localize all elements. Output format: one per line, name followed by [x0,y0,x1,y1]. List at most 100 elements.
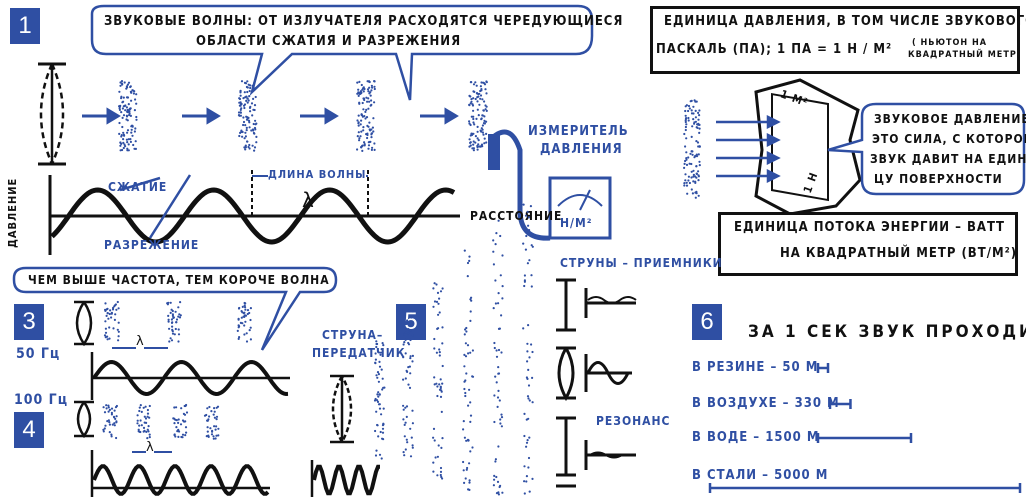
compression-dot [472,83,476,86]
compression-dot [363,115,366,118]
compression-dot [255,122,258,125]
compression-dot [480,88,483,91]
compression-dot [214,428,217,431]
compression-dot [441,382,444,385]
compression-dot [527,417,530,420]
compression-dot [476,137,479,140]
compression-dot [408,314,411,318]
compression-dot [481,131,484,134]
compression-dot [177,315,180,318]
compression-dot [696,141,700,144]
compression-dot [134,127,137,130]
compression-dot [177,306,180,309]
compression-dot [175,318,179,321]
compression-dot [471,147,474,150]
compression-dot [695,140,698,143]
compression-dot [525,475,529,478]
freq-100-label: 100 Гц [14,392,69,408]
compression-dot [173,333,176,336]
compression-dot [236,329,239,332]
compression-dot [366,136,369,140]
compression-dot [252,97,255,100]
compression-dot [108,312,111,316]
compression-dot [181,419,185,422]
compression-dot [104,302,107,305]
compression-dot [432,470,435,473]
compression-dot [113,422,116,425]
compression-dot [464,477,467,480]
compression-dot [212,413,215,416]
compression-dot [494,460,497,463]
compression-dot [409,355,412,358]
compression-dot [469,102,472,105]
compression-dot [481,114,484,117]
compression-dot [366,132,369,135]
compression-dot [527,324,530,327]
compression-dot [463,436,466,439]
compression-dot [409,338,412,342]
compression-dot [685,104,689,107]
compression-dot [255,135,258,138]
compression-dot [409,455,413,458]
compression-dot [148,416,151,419]
compression-dot [103,334,107,337]
compression-dot [472,117,475,121]
compression-dot [438,383,441,386]
compression-dot [433,347,436,350]
compression-dot [471,375,474,378]
compression-dot [373,101,376,104]
compression-dot [687,156,690,159]
compression-dot [527,216,531,219]
compression-dot [523,274,527,277]
compression-dot [377,380,380,383]
compression-dot [138,424,141,427]
compression-dot [692,112,695,115]
compression-dot [247,145,250,149]
compression-dot [472,121,475,124]
compression-dot [475,117,478,120]
compression-dot [245,118,249,121]
compression-dot [134,98,137,101]
compression-dot [104,309,107,312]
compression-dot [698,160,701,163]
compression-dot [468,145,471,148]
compression-dot [144,417,148,420]
compression-dot [493,420,496,424]
compression-dot [215,425,218,428]
compression-dot [376,399,379,402]
compression-dot [411,334,414,337]
compression-dot [501,297,504,300]
compression-dot [526,395,530,398]
compression-dot [432,461,435,464]
compression-dot [212,435,215,438]
compression-dot [242,97,245,100]
compression-dot [685,184,689,187]
compression-dot [244,314,248,317]
compression-dot [110,435,113,438]
compression-dot [146,408,149,412]
compression-dot [523,465,526,468]
compression-dot [120,142,123,145]
compression-dot [120,111,123,114]
compression-dot [373,142,376,145]
compression-dot [469,95,472,98]
compression-dot [208,415,211,418]
compression-dot [147,425,150,428]
compression-dot [468,138,471,141]
compression-dot [358,92,362,96]
compression-dot [493,346,496,350]
compression-dot [685,117,688,120]
compression-dot [241,322,244,325]
compression-dot [477,139,480,142]
compression-dot [246,140,249,143]
compression-dot [247,99,250,102]
compression-dot [492,307,495,310]
compression-dot [411,354,414,357]
compression-dot [139,419,142,422]
compression-dot [119,84,122,87]
compression-dot [480,81,483,84]
compression-dot [464,355,468,358]
compression-dot [477,114,480,117]
compression-dot [433,282,436,285]
